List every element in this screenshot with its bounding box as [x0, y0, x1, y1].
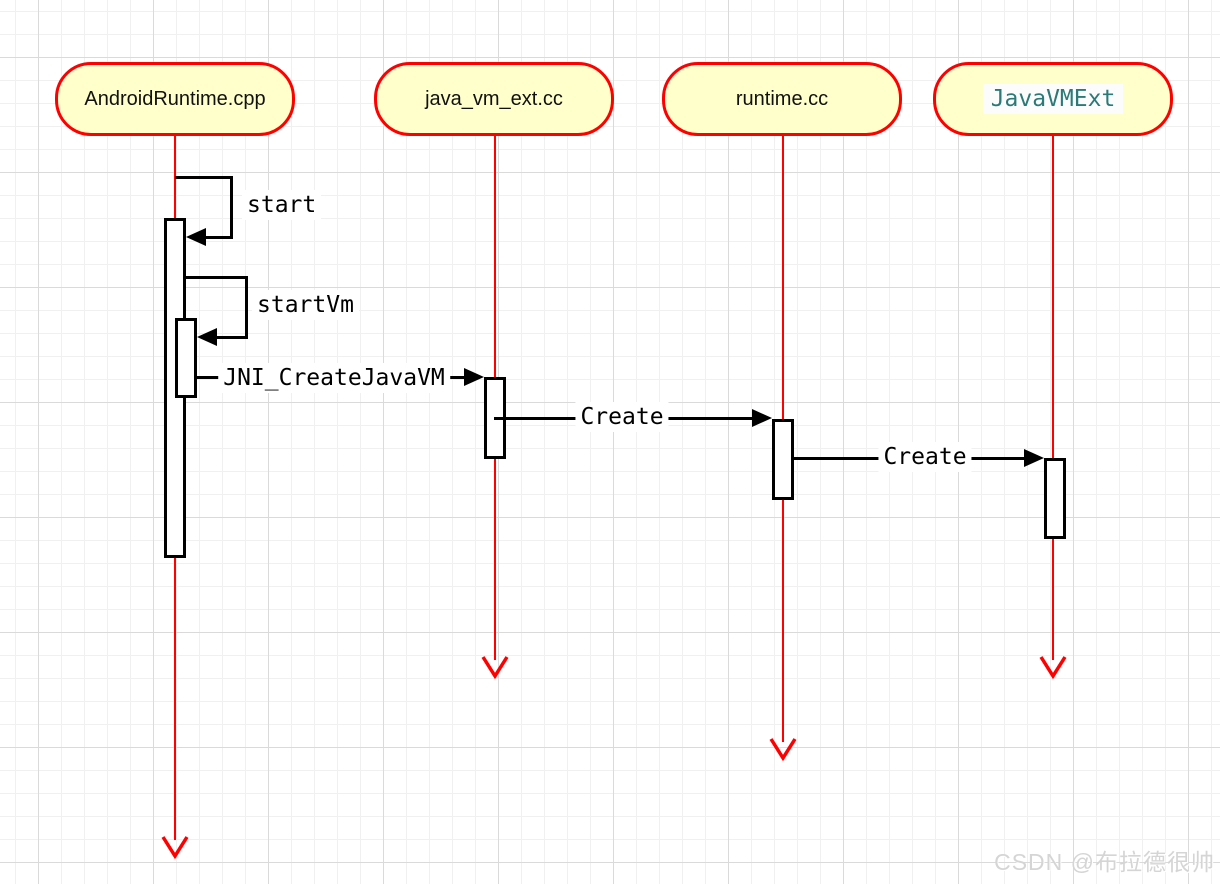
participant-javavmext: JavaVMExt	[933, 62, 1173, 136]
arrowhead-icon	[197, 328, 217, 346]
message-label-startvm: startVm	[252, 290, 359, 320]
participant-runtime-cc: runtime.cc	[662, 62, 902, 136]
participant-java-vm-ext-cc: java_vm_ext.cc	[374, 62, 614, 136]
activation-bar-runtime	[772, 419, 794, 500]
self-call-start-line	[175, 176, 233, 179]
arrowhead-icon	[752, 409, 772, 427]
activation-bar-javavmext	[1044, 458, 1066, 539]
lifeline-down-arrow-icon	[1039, 656, 1067, 680]
lifeline-javavmext	[1052, 136, 1054, 660]
watermark-text: CSDN @布拉德很帅	[994, 849, 1215, 875]
participant-label: java_vm_ext.cc	[425, 87, 563, 110]
message-label-create-1: Create	[575, 402, 669, 432]
arrowhead-icon	[464, 368, 484, 386]
arrowhead-icon	[1024, 449, 1044, 467]
self-call-start-line	[230, 176, 233, 238]
message-label-create-2: Create	[878, 442, 972, 472]
self-call-start-line	[204, 236, 233, 239]
lifeline-down-arrow-icon	[769, 738, 797, 762]
self-call-startvm-line	[215, 336, 248, 339]
self-call-startvm-line	[186, 276, 248, 279]
lifeline-down-arrow-icon	[481, 656, 509, 680]
participant-label: AndroidRuntime.cpp	[84, 87, 266, 110]
message-label-jni-createjavavm: JNI_CreateJavaVM	[218, 363, 450, 393]
self-call-startvm-line	[245, 276, 248, 338]
arrowhead-icon	[186, 228, 206, 246]
participant-label: JavaVMExt	[982, 84, 1124, 114]
lifeline-down-arrow-icon	[161, 836, 189, 860]
message-label-start: start	[242, 190, 322, 220]
participant-label: runtime.cc	[735, 87, 829, 110]
participant-androidruntime-cpp: AndroidRuntime.cpp	[55, 62, 295, 136]
activation-bar-androidruntime-nested	[175, 318, 197, 398]
